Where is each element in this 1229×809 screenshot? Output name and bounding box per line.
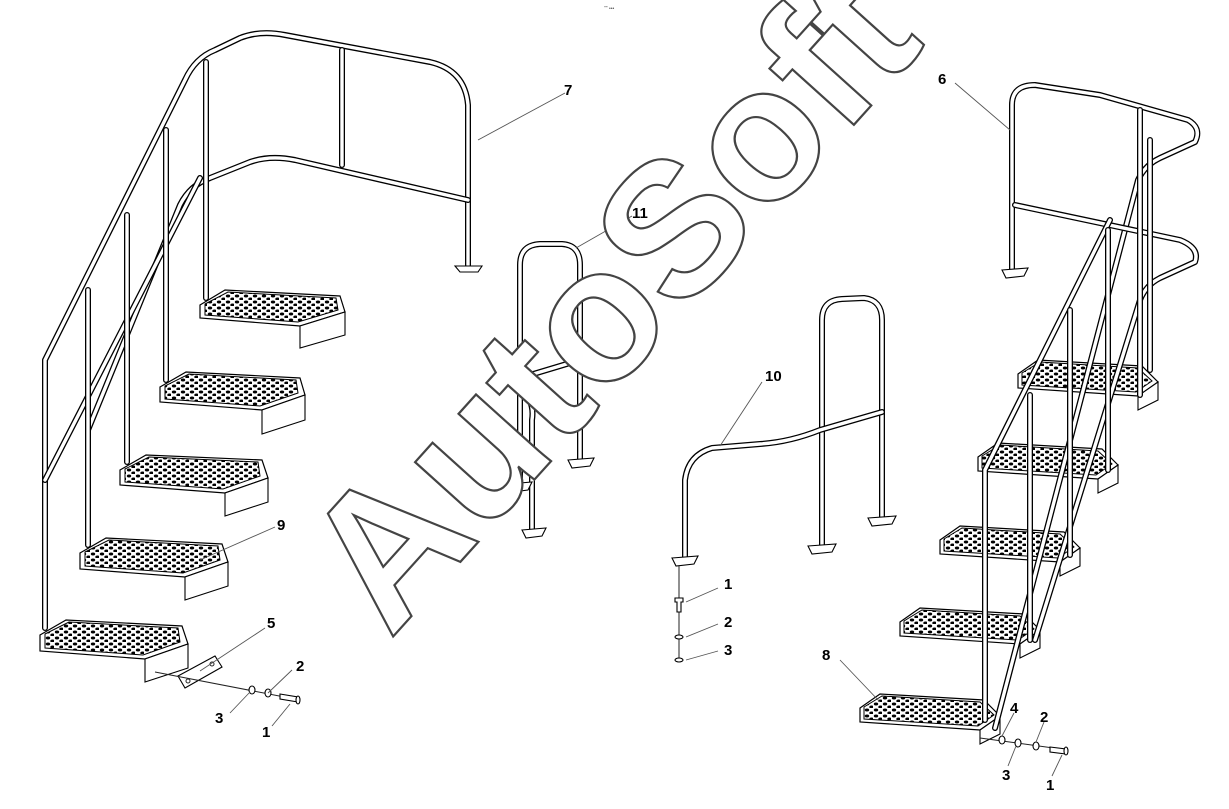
callout-4-right: 4 [1010, 700, 1019, 717]
left-tread-3 [119, 454, 269, 517]
right-tread-2 [977, 442, 1119, 494]
watermark-text: AutoSoft [263, 0, 957, 667]
left-tread-4 [79, 537, 229, 601]
left-tread-5 [39, 619, 189, 683]
left-stair-assembly: 7 9 5 2 3 1 [39, 30, 572, 741]
callout-1-right: 1 [1046, 777, 1054, 794]
callout-1-left: 1 [262, 724, 270, 741]
right-stair-assembly: 6 8 4 2 3 1 [822, 71, 1201, 794]
callout-2-left: 2 [296, 658, 304, 675]
callout-3-left: 3 [215, 710, 223, 727]
callout-2-center: 2 [724, 614, 732, 631]
right-tread-4 [899, 607, 1041, 659]
callout-11: 11 [632, 205, 648, 222]
header-code: "" ••• [604, 6, 614, 12]
callout-5: 5 [267, 615, 275, 632]
callout-6: 6 [938, 71, 946, 88]
callout-2-right: 2 [1040, 709, 1048, 726]
callout-7: 7 [564, 82, 572, 99]
callout-3-right: 3 [1002, 767, 1010, 784]
callout-10: 10 [765, 368, 782, 385]
center-handrails: 11 10 1 2 3 [507, 205, 897, 663]
callout-3-center: 3 [724, 642, 732, 659]
callout-8: 8 [822, 647, 830, 664]
callout-9: 9 [277, 517, 285, 534]
left-tread-2 [159, 371, 306, 435]
right-tread-5 [859, 693, 1001, 745]
callout-1-center: 1 [724, 576, 732, 593]
left-tread-1 [199, 289, 346, 349]
